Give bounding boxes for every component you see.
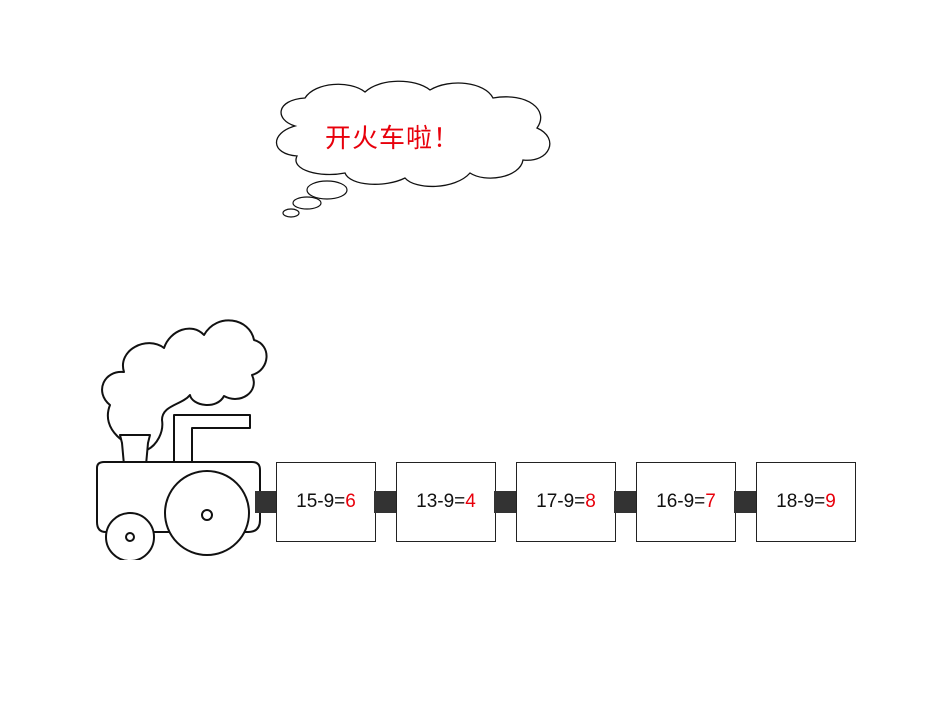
coupler <box>374 491 396 513</box>
train-cars: 15-9=6 13-9=4 17-9=8 16-9=7 18-9=9 <box>255 462 865 544</box>
train-car: 15-9=6 <box>276 462 376 542</box>
car-answer: 7 <box>705 491 716 512</box>
cloud-icon <box>276 80 551 218</box>
coupler <box>494 491 516 513</box>
coupler <box>255 491 277 513</box>
car-answer: 9 <box>825 491 836 512</box>
thought-cloud: 开火车啦！ <box>265 78 565 223</box>
car-expression: 18-9= <box>776 491 826 512</box>
coupler <box>614 491 636 513</box>
car-expression: 13-9= <box>416 491 466 512</box>
car-answer: 8 <box>585 491 596 512</box>
car-expression: 17-9= <box>536 491 586 512</box>
coupler <box>734 491 756 513</box>
car-answer: 6 <box>345 491 356 512</box>
locomotive <box>92 310 282 562</box>
train-car: 13-9=4 <box>396 462 496 542</box>
car-expression: 15-9= <box>296 491 346 512</box>
car-answer: 4 <box>465 491 476 512</box>
train-car: 16-9=7 <box>636 462 736 542</box>
train-car: 17-9=8 <box>516 462 616 542</box>
cloud-text: 开火车啦！ <box>325 124 461 154</box>
train-car: 18-9=9 <box>756 462 856 542</box>
locomotive-icon <box>96 319 268 562</box>
car-expression: 16-9= <box>656 491 706 512</box>
